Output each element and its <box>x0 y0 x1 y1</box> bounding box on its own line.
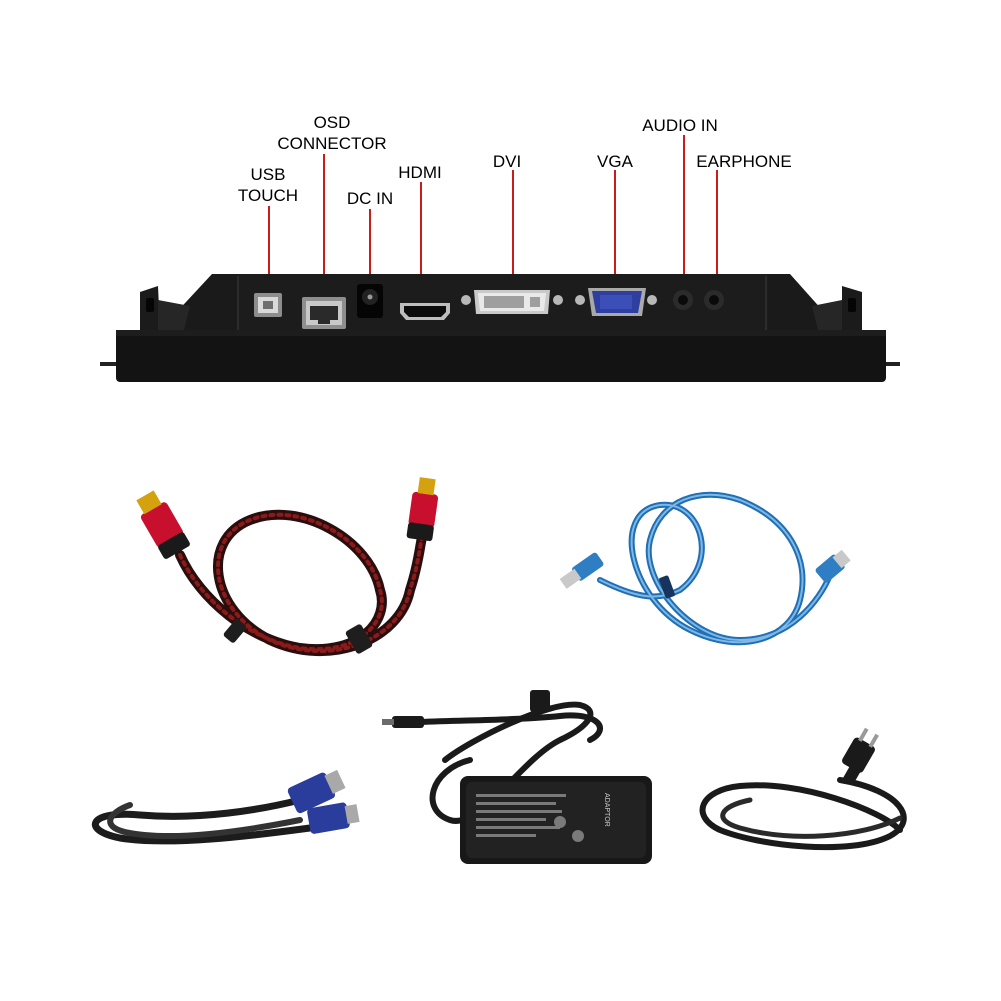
leader-dc-in <box>369 209 371 293</box>
dc-in-port <box>357 284 383 318</box>
audio-in-port <box>673 290 693 310</box>
leader-earphone <box>716 170 718 295</box>
leader-dvi <box>512 170 514 295</box>
label-audio-in: AUDIO IN <box>642 116 718 135</box>
label-osd-connector: OSD CONNECTOR <box>277 112 386 154</box>
label-usb-touch-line2: TOUCH <box>237 186 299 205</box>
power-adapter <box>382 690 652 864</box>
label-dc-in: DC IN <box>346 189 394 208</box>
hdmi-cable <box>136 477 439 657</box>
adapter-brand-text: ADAPTOR <box>603 793 610 827</box>
label-earphone: EARPHONE <box>696 152 792 171</box>
label-dvi: DVI <box>492 152 522 171</box>
leader-usb-touch <box>268 206 270 294</box>
osd-connector-port <box>302 297 346 329</box>
vga-port <box>575 288 657 316</box>
leader-vga <box>614 170 616 291</box>
leader-hdmi <box>420 182 422 303</box>
label-osd-connector-line1: OSD <box>313 113 351 132</box>
left-bracket <box>140 286 190 330</box>
hdmi-port <box>400 303 450 320</box>
usb-touch-port <box>254 293 282 317</box>
usb-cable <box>559 491 851 646</box>
label-hdmi: HDMI <box>398 163 442 182</box>
label-usb-touch-line1: USB <box>250 165 286 184</box>
label-vga: VGA <box>597 152 633 171</box>
vga-cable <box>92 769 360 845</box>
label-usb-touch: USB TOUCH <box>238 164 298 206</box>
right-bracket <box>812 286 862 330</box>
monitor-rear-panel <box>100 274 900 382</box>
label-osd-connector-line2: CONNECTOR <box>277 134 387 153</box>
dvi-port <box>461 290 563 314</box>
earphone-port <box>704 290 724 310</box>
leader-audio-in <box>683 135 685 295</box>
ac-power-cord <box>699 727 907 851</box>
leader-osd-connector <box>323 154 325 296</box>
